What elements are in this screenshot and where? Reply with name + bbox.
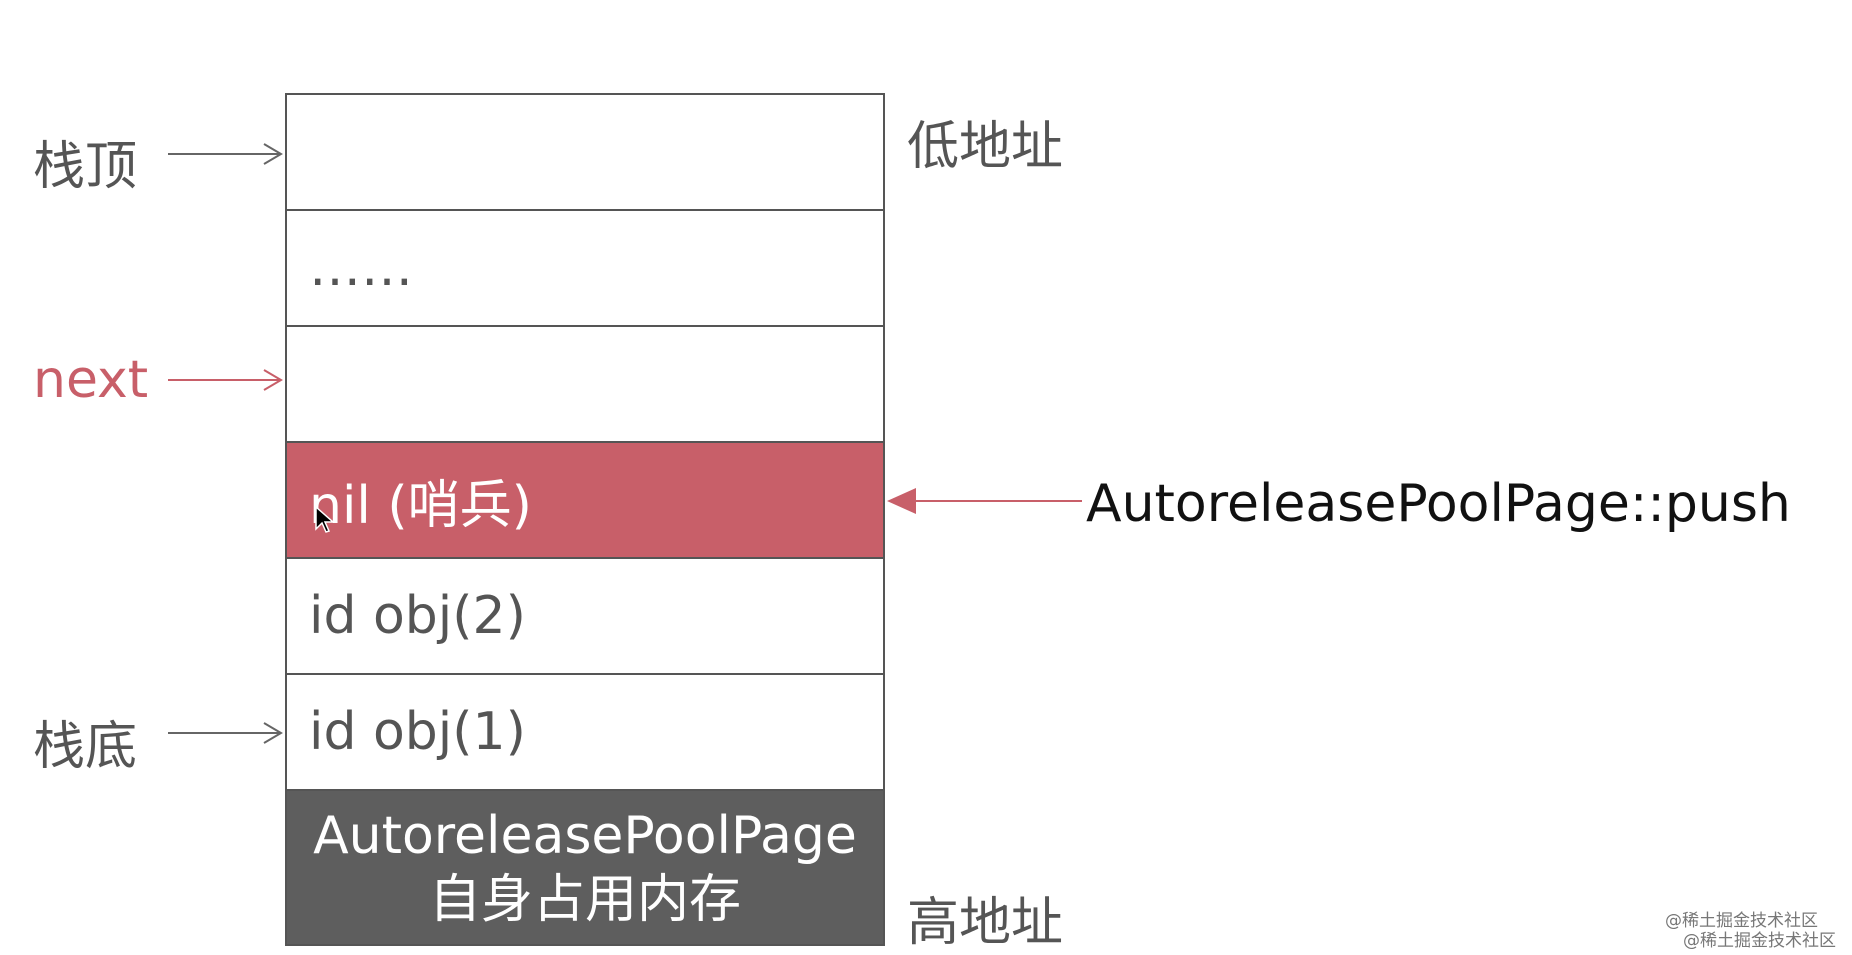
stack-cell-page-header: AutoreleasePoolPage 自身占用内存 [287, 791, 883, 944]
stack-cell-top [287, 95, 883, 211]
page-header-line2: 自身占用内存 [428, 869, 741, 930]
stack-bottom-arrow [168, 722, 283, 744]
page-header-line1: AutoreleasePoolPage [313, 805, 857, 866]
watermark-line2: @稀土掘金技术社区 [1683, 931, 1836, 951]
mouse-cursor-icon [315, 505, 334, 533]
stack-cell-obj1: id obj(1) [287, 675, 883, 791]
next-label: next [33, 350, 149, 410]
next-arrow [168, 369, 283, 391]
stack-cell-ellipsis: …… [287, 211, 883, 327]
stack-cell-obj2: id obj(2) [287, 559, 883, 675]
stack-cell-next [287, 327, 883, 443]
stack-top-label: 栈顶 [33, 137, 138, 197]
stack-top-arrow [168, 143, 283, 165]
autorelease-pool-stack: …… nil (哨兵) id obj(2) id obj(1) Autorele… [285, 93, 885, 946]
high-address-label: 高地址 [907, 893, 1064, 953]
push-arrow [887, 488, 1082, 514]
watermark-line1: @稀土掘金技术社区 [1665, 911, 1818, 931]
push-label: AutoreleasePoolPage::push [1086, 474, 1791, 534]
stack-cell-sentinel: nil (哨兵) [287, 443, 883, 559]
low-address-label: 低地址 [907, 117, 1064, 177]
stack-bottom-label: 栈底 [33, 717, 138, 777]
